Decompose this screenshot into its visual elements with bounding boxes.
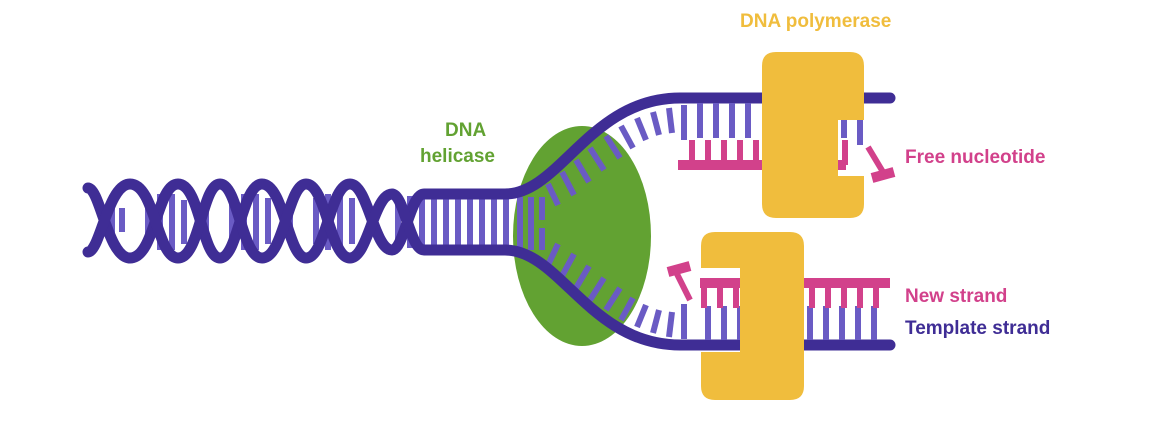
- polymerase-lower: [701, 232, 804, 400]
- label-dna-helicase-line1: DNA: [445, 120, 487, 141]
- label-template-strand: Template strand: [905, 318, 1051, 339]
- helix-backbones: [82, 178, 511, 264]
- free-nucleotide-upper: [865, 145, 896, 183]
- fork-rungs: [517, 105, 687, 339]
- double-helix: [82, 178, 511, 264]
- free-nucleotide-lower: [666, 261, 693, 302]
- label-dna-helicase-line2: helicase: [420, 146, 495, 167]
- label-dna-polymerase: DNA polymerase: [740, 11, 892, 32]
- polymerase-upper: [762, 52, 864, 218]
- template-strand-backbones: [499, 92, 896, 351]
- label-new-strand: New strand: [905, 286, 1008, 307]
- helix-rungs: [109, 194, 509, 250]
- label-free-nucleotide: Free nucleotide: [905, 147, 1046, 168]
